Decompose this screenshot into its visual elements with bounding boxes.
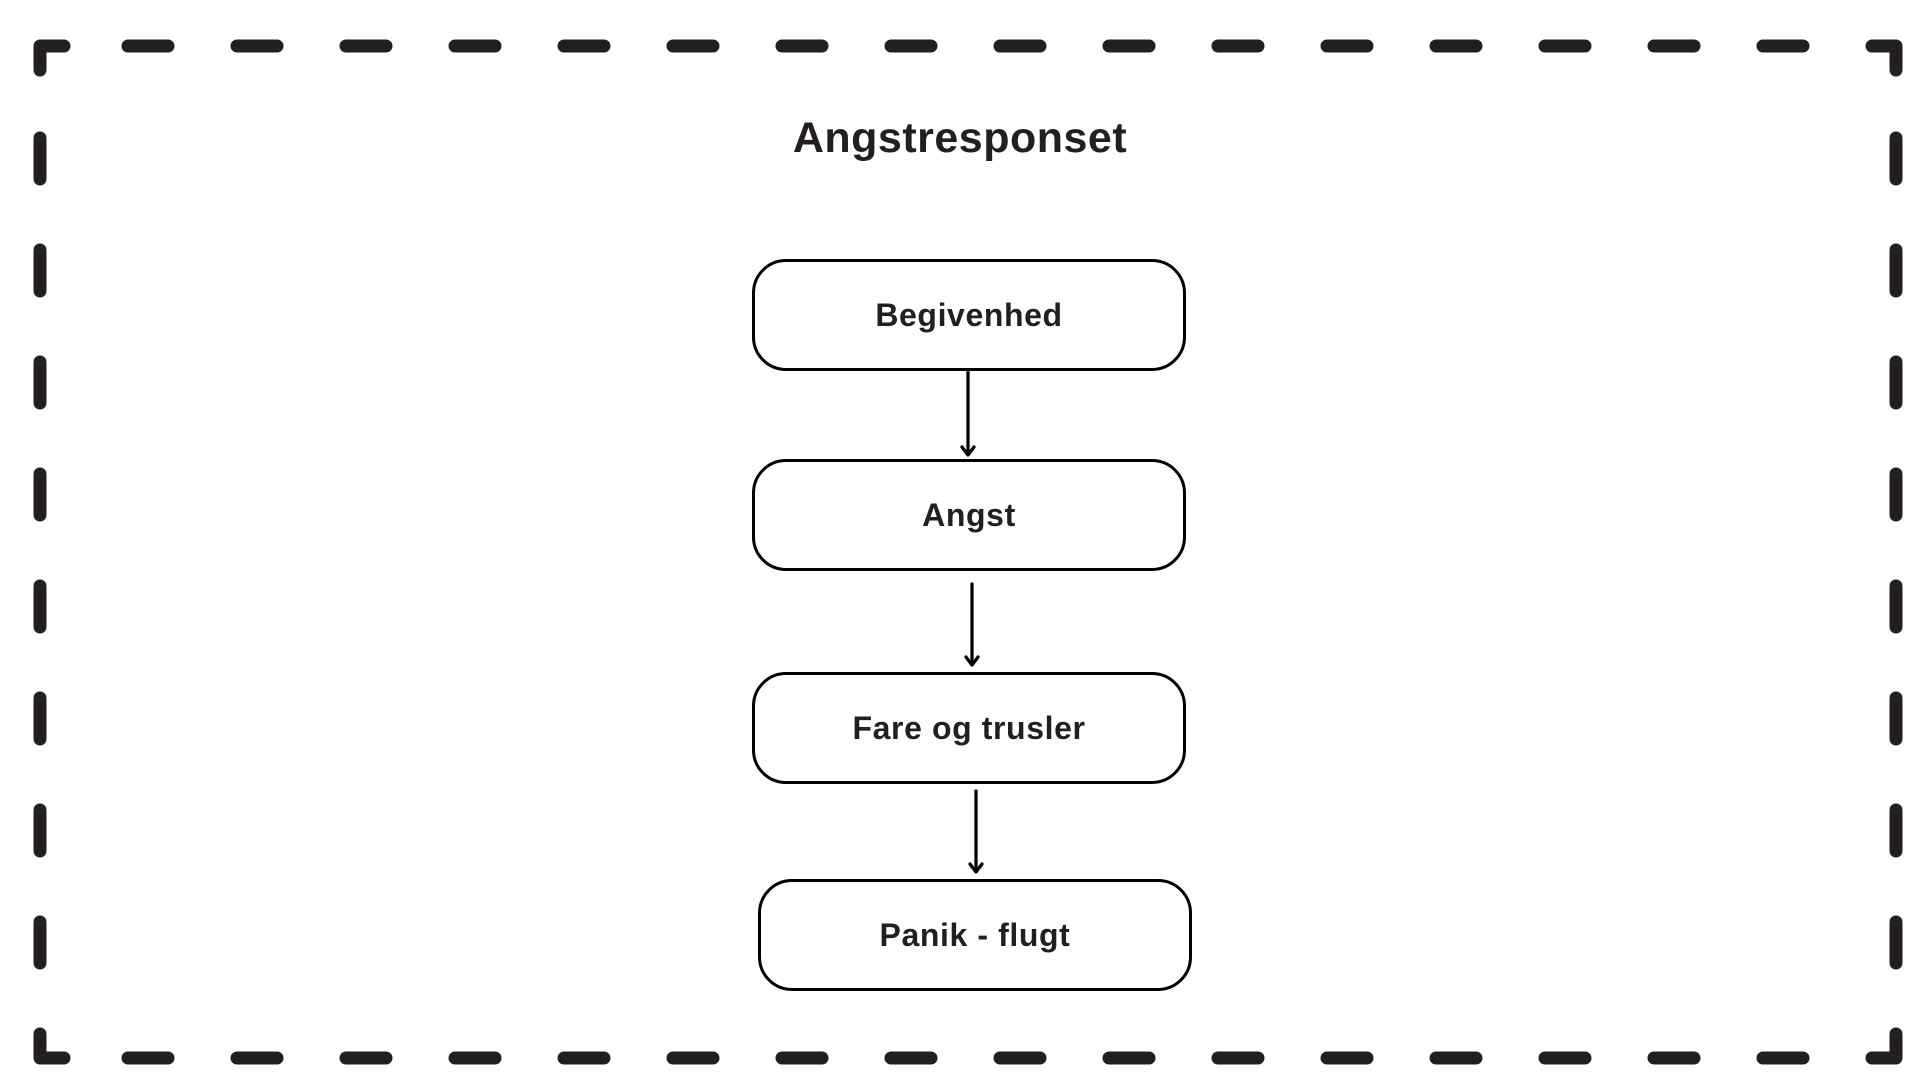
flow-node-label: Panik - flugt: [879, 916, 1071, 953]
flow-node-label: Begivenhed: [875, 296, 1063, 333]
diagram-title: Angstresponset: [792, 114, 1128, 162]
flow-node-label: Angst: [922, 496, 1016, 533]
flow-node-label: Fare og trusler: [852, 709, 1086, 746]
flow-node-fare-og-trusler: Fare og trusler: [752, 672, 1186, 784]
flow-node-panik-flugt: Panik - flugt: [758, 879, 1192, 991]
flow-node-angst: Angst: [752, 459, 1186, 571]
flow-node-begivenhed: Begivenhed: [752, 259, 1186, 371]
